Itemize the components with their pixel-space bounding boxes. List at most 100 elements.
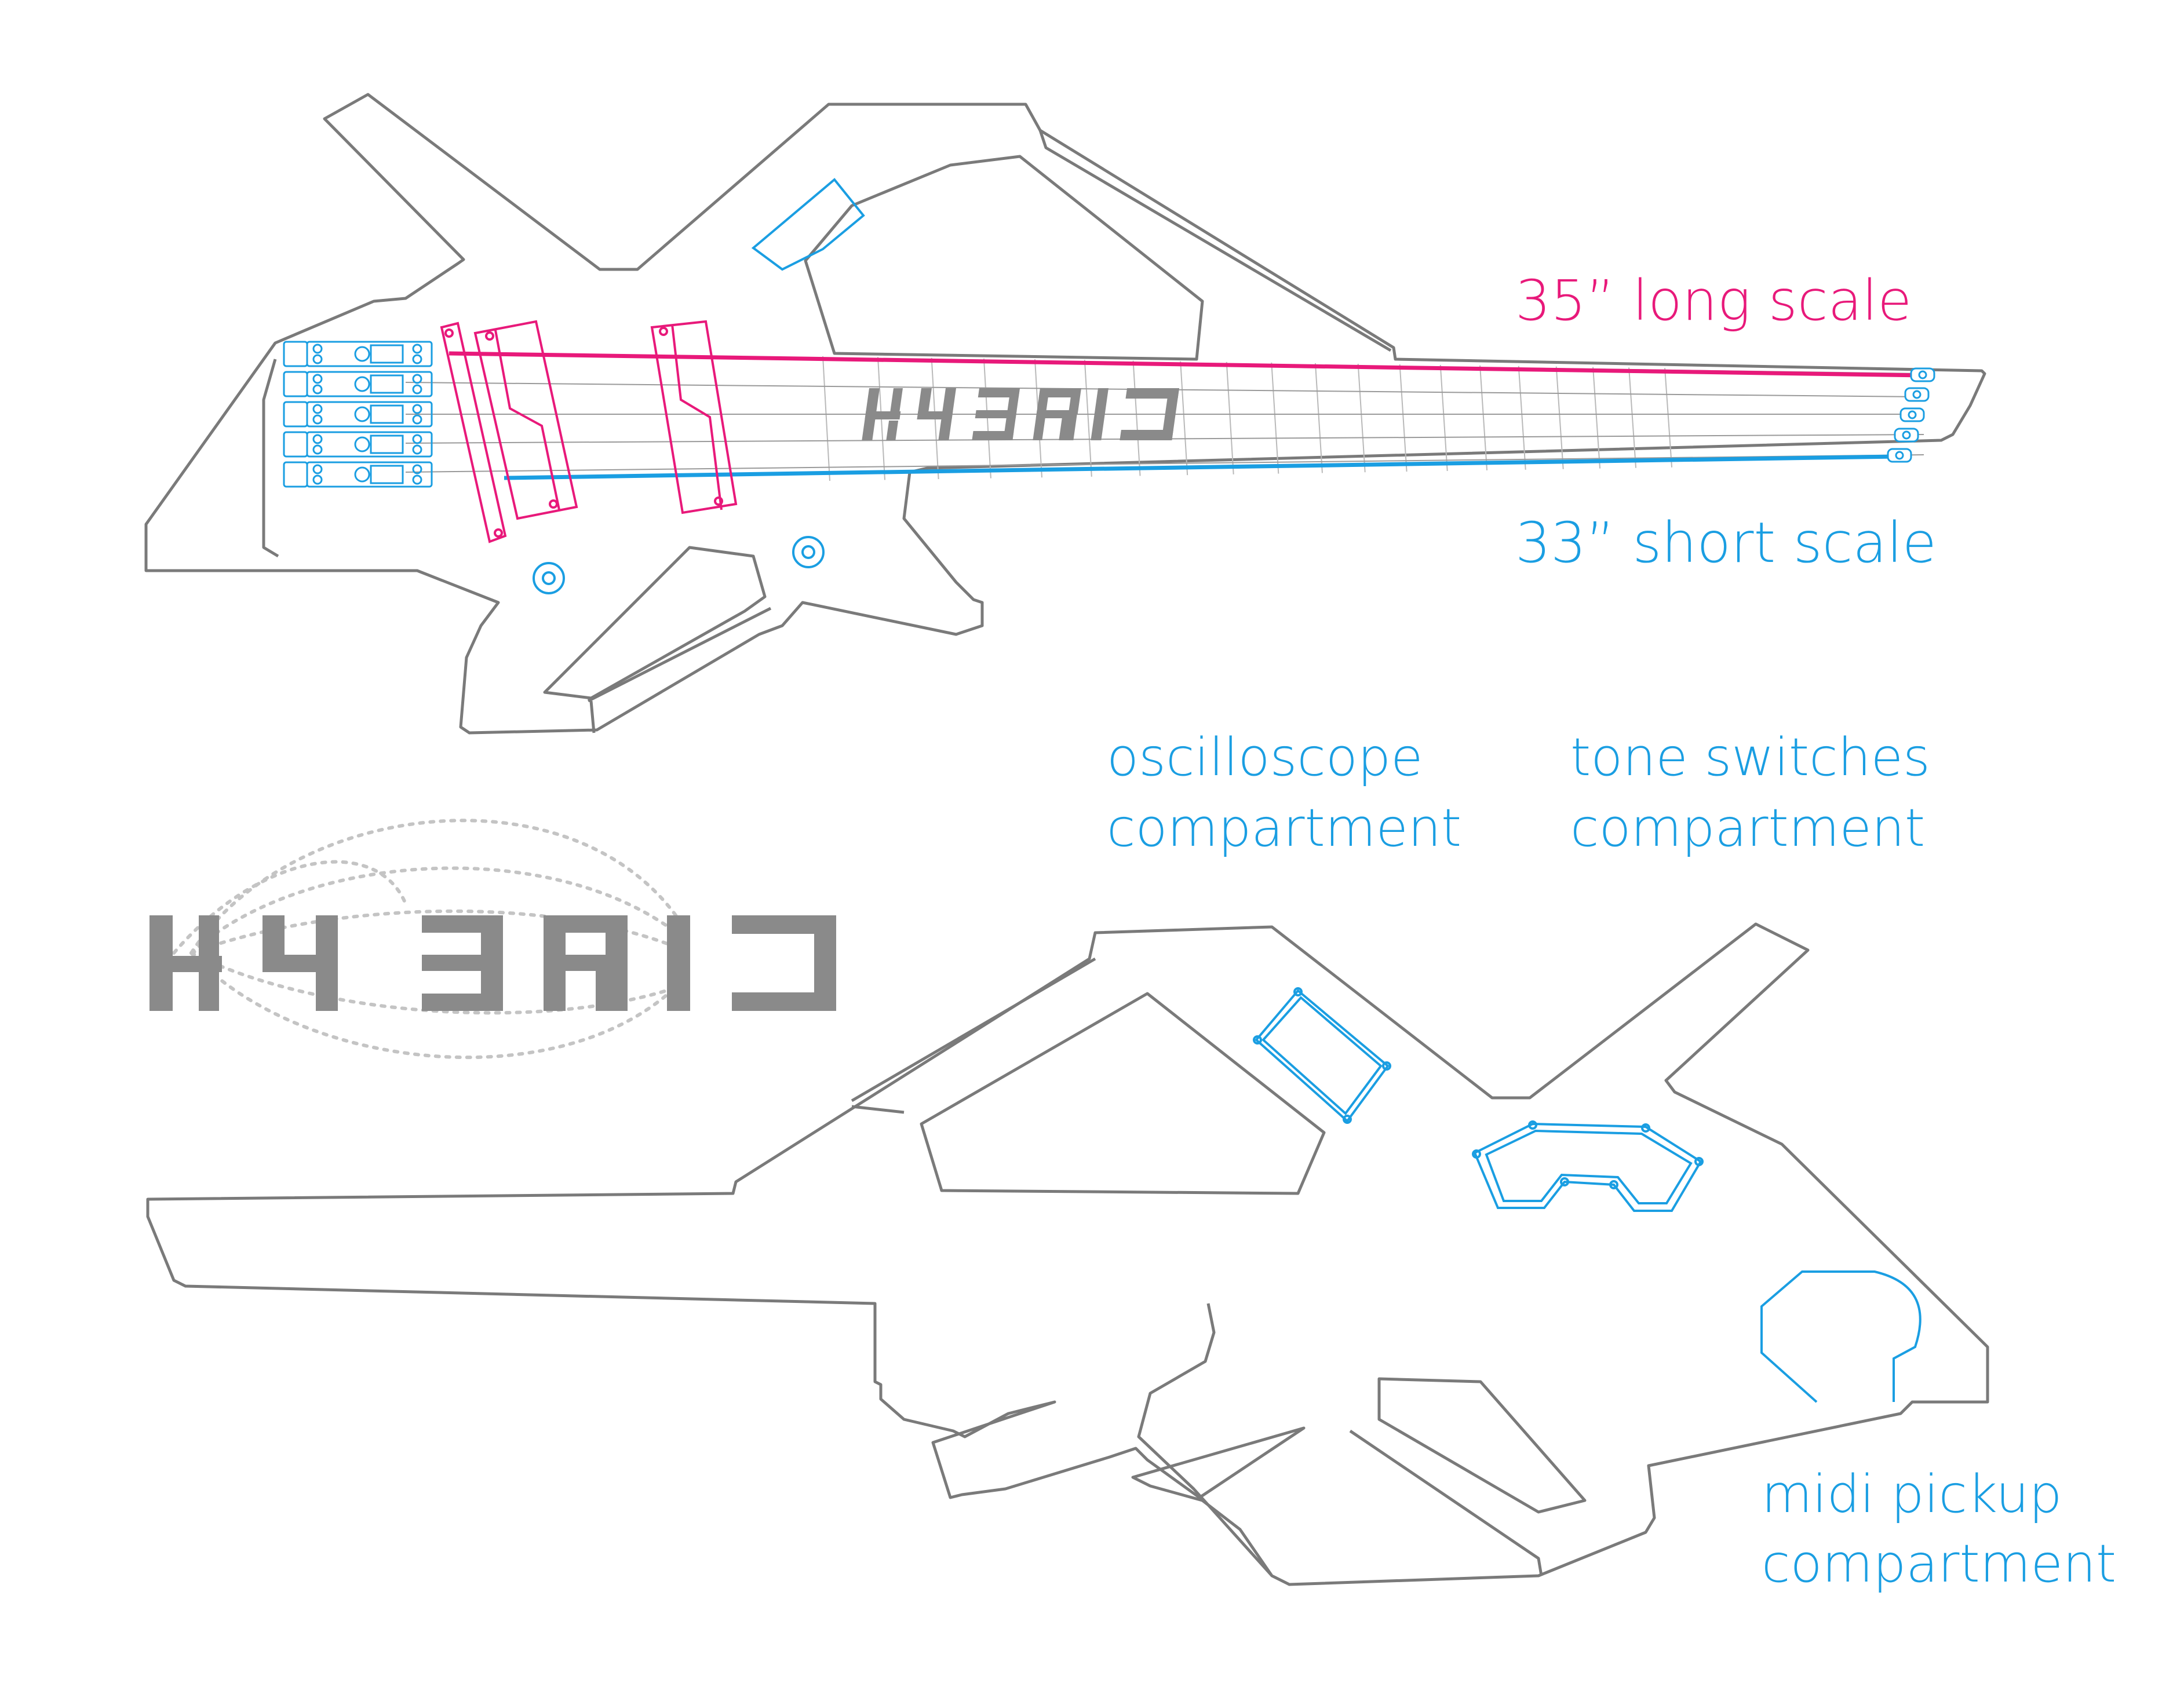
tuner-part <box>370 374 404 394</box>
fret-line <box>1664 368 1673 468</box>
top-bevel-lower <box>587 607 772 733</box>
tuner-part <box>283 461 308 488</box>
knob-1 <box>533 562 565 594</box>
long-scale-line <box>449 351 1924 378</box>
oscilloscope-label-2: compartment <box>1107 798 1461 859</box>
bottom-lower-cutout <box>1377 1377 1587 1514</box>
top-upper-horn-cutout <box>804 155 1204 361</box>
tuner-bank <box>283 341 433 488</box>
top-body-outline <box>144 93 1986 735</box>
fret-line <box>1592 367 1601 469</box>
bridge-pickup <box>650 320 738 514</box>
big-hybrid-logo <box>150 915 836 1011</box>
oscilloscope-label-1: oscilloscope <box>1107 727 1423 788</box>
bottom-neck-join <box>1137 1303 1273 1577</box>
tuner-part <box>312 444 323 455</box>
fret-line <box>1132 360 1141 476</box>
tuner <box>283 341 433 367</box>
tuner-part <box>306 431 433 458</box>
tuner-part <box>306 341 433 367</box>
tuner-part <box>354 466 370 483</box>
bottom-bevel <box>851 957 1543 1576</box>
tuner-part <box>370 465 404 484</box>
tone-switches-label-1: tone switches <box>1570 727 1930 788</box>
top-oscilloscope-pocket <box>751 178 865 271</box>
tuner-part <box>412 344 422 354</box>
neck-pickup <box>473 320 578 520</box>
nut-bar <box>440 322 507 543</box>
tuner-part <box>312 384 323 395</box>
fret-line <box>1180 361 1188 476</box>
tuner-part <box>312 464 323 474</box>
tuner-part <box>354 346 370 362</box>
tuner <box>283 431 433 458</box>
fret-line <box>822 356 830 481</box>
fret-line <box>1439 364 1448 472</box>
knobs <box>533 536 825 594</box>
tuner-part <box>354 436 370 452</box>
tuner-part <box>312 374 323 384</box>
tuner-part <box>312 434 323 444</box>
fret-line <box>1399 364 1408 472</box>
string-ferrules <box>1887 367 1935 463</box>
tuner-part <box>312 404 323 414</box>
pickups <box>440 320 738 543</box>
tuner <box>283 401 433 428</box>
tone-switches-compartment <box>1472 1120 1704 1212</box>
top-bevel-upper <box>1038 130 1392 352</box>
string-5 <box>405 454 1924 473</box>
tone-switches-label-2: compartment <box>1570 798 1925 859</box>
fret-line <box>1479 365 1488 470</box>
fret-line <box>1518 366 1526 470</box>
tuner-part <box>312 354 323 364</box>
midi-pickup-compartment <box>1760 1270 1922 1403</box>
tuner-part <box>412 474 422 485</box>
tuner-part <box>283 341 308 367</box>
midi-pickup-label-2: compartment <box>1762 1533 2116 1594</box>
top-lower-horn-cutout <box>543 546 767 700</box>
tuner-part <box>412 464 422 474</box>
bottom-guitar-body <box>146 922 1989 1586</box>
short-scale-label: 33” short scale <box>1515 510 1937 575</box>
tuner <box>283 461 433 488</box>
tuner <box>283 371 433 397</box>
top-headstock-cut <box>262 359 279 558</box>
tuner-part <box>412 354 422 364</box>
oscilloscope-compartment <box>1253 987 1391 1124</box>
tuner-part <box>354 376 370 392</box>
fret-line <box>983 358 991 479</box>
tuner-part <box>312 414 323 425</box>
tuner-part <box>306 371 433 397</box>
tuner-part <box>312 474 323 485</box>
tuner-part <box>412 434 422 444</box>
fret-line <box>1555 366 1564 469</box>
fret-line <box>1314 363 1323 473</box>
top-guitar-body <box>144 93 1986 735</box>
tuner-part <box>283 431 308 458</box>
fretboard-frets <box>822 356 1673 481</box>
bottom-upper-cutout <box>920 992 1326 1195</box>
midi-pickup-label-1: midi pickup <box>1762 1464 2062 1525</box>
tuner-part <box>306 401 433 428</box>
short-scale-line <box>504 454 1898 480</box>
bottom-body-outline <box>146 922 1989 1586</box>
knob-2 <box>792 536 825 568</box>
tuner-part <box>283 371 308 397</box>
fret-line <box>1357 363 1366 473</box>
tuner-part <box>312 344 323 354</box>
fret-line <box>1628 367 1637 468</box>
tuner-part <box>354 406 370 422</box>
tuner-part <box>412 414 422 425</box>
tuner-part <box>306 461 433 488</box>
tuner-part <box>412 404 422 414</box>
fret-line <box>1271 362 1279 474</box>
fret-line <box>1084 360 1092 477</box>
tuner-part <box>370 344 404 364</box>
fretboard-logo <box>862 388 1179 440</box>
tuner-part <box>412 374 422 384</box>
fret-line <box>1226 362 1234 474</box>
tuner-part <box>412 444 422 455</box>
tuner-part <box>370 404 404 424</box>
tuner-part <box>370 434 404 454</box>
